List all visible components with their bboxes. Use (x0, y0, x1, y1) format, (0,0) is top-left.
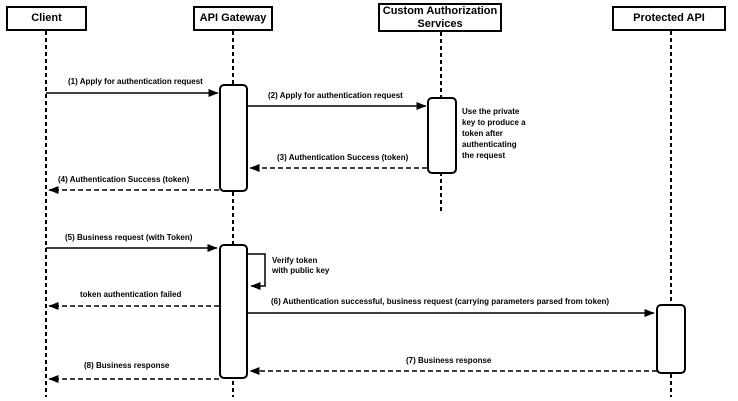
actor-protected-api: Protected API (612, 6, 726, 31)
private-key-note: Use the private key to produce a token a… (462, 107, 526, 160)
actor-custom-authorization-services: Custom Authorization Services (378, 3, 502, 32)
protected-api-activation (656, 304, 686, 374)
message-1-label: (1) Apply for authentication request (68, 77, 203, 86)
message-7-label: (7) Business response (406, 356, 492, 365)
self-message-label: Verify token with public key (272, 256, 330, 275)
actor-custom-authorization-services-label: Custom Authorization Services (382, 4, 498, 30)
message-5-label: (5) Business request (with Token) (65, 233, 193, 242)
actor-client-label: Client (31, 12, 62, 24)
actor-api-gateway-label: API Gateway (199, 12, 267, 24)
actor-api-gateway: API Gateway (193, 6, 273, 31)
message-4-label: (4) Authentication Success (token) (58, 175, 190, 184)
actor-client: Client (6, 6, 87, 31)
actor-protected-api-label: Protected API (633, 12, 705, 24)
token-failed-label: token authentication failed (80, 290, 182, 299)
api-gateway-activation-2 (219, 244, 248, 379)
message-6-label: (6) Authentication successful, business … (271, 297, 610, 306)
custom-auth-activation (427, 97, 457, 174)
message-2-label: (2) Apply for authentication request (268, 91, 403, 100)
message-3-label: (3) Authentication Success (token) (277, 153, 409, 162)
message-8-label: (8) Business response (84, 361, 170, 370)
self-message-arrow (247, 253, 266, 290)
api-gateway-activation-1 (219, 84, 248, 192)
